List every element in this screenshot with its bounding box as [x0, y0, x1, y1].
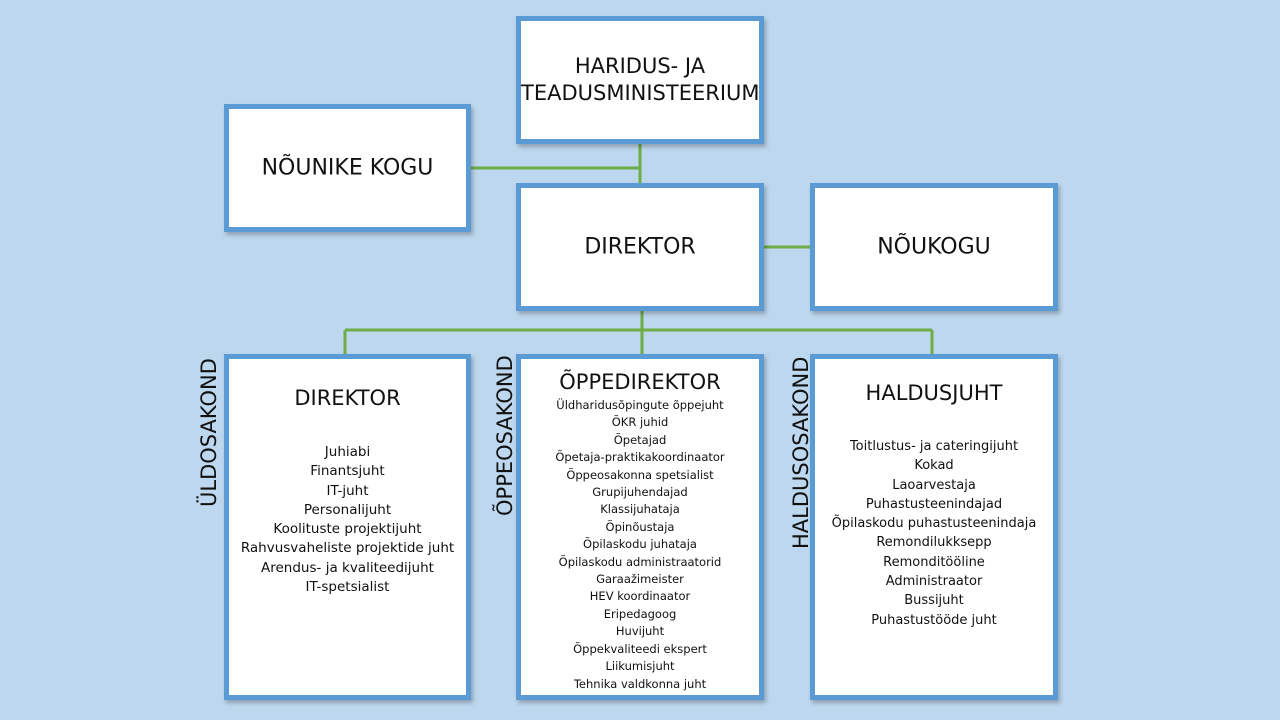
general-dept-list: Juhiabi Finantsjuht IT-juht Personalijuh…: [229, 443, 466, 597]
list-item: IT-spetsialist: [305, 579, 390, 596]
list-item: Juhiabi: [324, 444, 371, 460]
list-item: Õpilaskodu juhataja: [583, 537, 697, 552]
list-item: Õppeosakonna spetsialist: [566, 467, 714, 482]
maintenance-dept-list: Toitlustus- ja cateringijuht Kokad Laoar…: [815, 437, 1053, 630]
ministry-title-line2: TEADUSMINISTEERIUM: [521, 81, 760, 105]
list-item: Eripedagoog: [603, 606, 677, 621]
list-item: Õpilaskodu administraatorid: [558, 554, 722, 569]
list-item: Õpinõustaja: [605, 519, 675, 534]
director-box: DIREKTOR: [516, 183, 764, 311]
maintenance-dept-title: HALDUSJUHT: [865, 381, 1003, 405]
list-item: Grupijuhendajad: [592, 485, 688, 500]
list-item: Personalijuht: [303, 501, 392, 518]
list-item: Õpetajad: [613, 432, 667, 447]
list-item: Finantsjuht: [310, 463, 385, 480]
list-item: Bussijuht: [904, 593, 964, 609]
list-item: Arendus- ja kvaliteedijuht: [261, 559, 434, 576]
list-item: ÕKR juhid: [611, 415, 669, 430]
director-title: DIREKTOR: [584, 234, 696, 260]
list-item: Puhastusteenindajad: [865, 496, 1003, 512]
advisors-title: NÕUNIKE KOGU: [261, 155, 434, 181]
list-item: HEV koordinaator: [589, 589, 691, 604]
list-item: Toitlustus- ja cateringijuht: [849, 439, 1019, 454]
ministry-title: HARIDUS- JA TEADUSMINISTEERIUM: [521, 53, 760, 107]
list-item: Puhastustööde juht: [871, 612, 997, 628]
list-item: Õpetaja-praktikakoordinaator: [555, 450, 725, 465]
list-item: IT-juht: [326, 482, 369, 499]
study-dept-box: ÕPPEDIREKTOR Üldharidusõpingute õppejuht…: [516, 354, 764, 700]
ministry-box: HARIDUS- JA TEADUSMINISTEERIUM: [516, 16, 764, 144]
list-item: Liikumisjuht: [605, 659, 675, 674]
advisors-box: NÕUNIKE KOGU: [224, 104, 471, 232]
list-item: Remondilukksepp: [876, 535, 992, 551]
council-title: NÕUKOGU: [877, 234, 991, 260]
list-item: Remonditööline: [883, 554, 985, 570]
list-item: Administraator: [885, 574, 983, 590]
list-item: Laoarvestaja: [892, 477, 976, 493]
list-item: Klassijuhataja: [600, 502, 680, 517]
list-item: Tehnika valdkonna juht: [573, 676, 707, 691]
study-dept-list: Üldharidusõpingute õppejuht ÕKR juhid Õp…: [521, 397, 759, 693]
maintenance-dept-box: HALDUSJUHT Toitlustus- ja cateringijuht …: [810, 354, 1058, 700]
general-dept-side-label: ÜLDOSAKOND: [197, 358, 221, 507]
list-item: Koolituste projektijuht: [273, 521, 422, 538]
general-dept-title: DIREKTOR: [294, 386, 401, 410]
general-dept-box: DIREKTOR Juhiabi Finantsjuht IT-juht Per…: [224, 354, 471, 700]
list-item: Kokad: [914, 458, 954, 474]
list-item: Õppekvaliteedi ekspert: [573, 641, 707, 656]
ministry-title-line1: HARIDUS- JA: [574, 54, 706, 78]
study-dept-title: ÕPPEDIREKTOR: [559, 370, 721, 394]
list-item: Garaažimeister: [596, 572, 684, 587]
list-item: Huvijuht: [615, 624, 665, 639]
list-item: Rahvusvaheliste projektide juht: [240, 540, 455, 557]
list-item: Üldharidusõpingute õppejuht: [556, 398, 724, 412]
council-box: NÕUKOGU: [810, 183, 1058, 311]
list-item: Õpilaskodu puhastusteenindaja: [831, 516, 1037, 532]
